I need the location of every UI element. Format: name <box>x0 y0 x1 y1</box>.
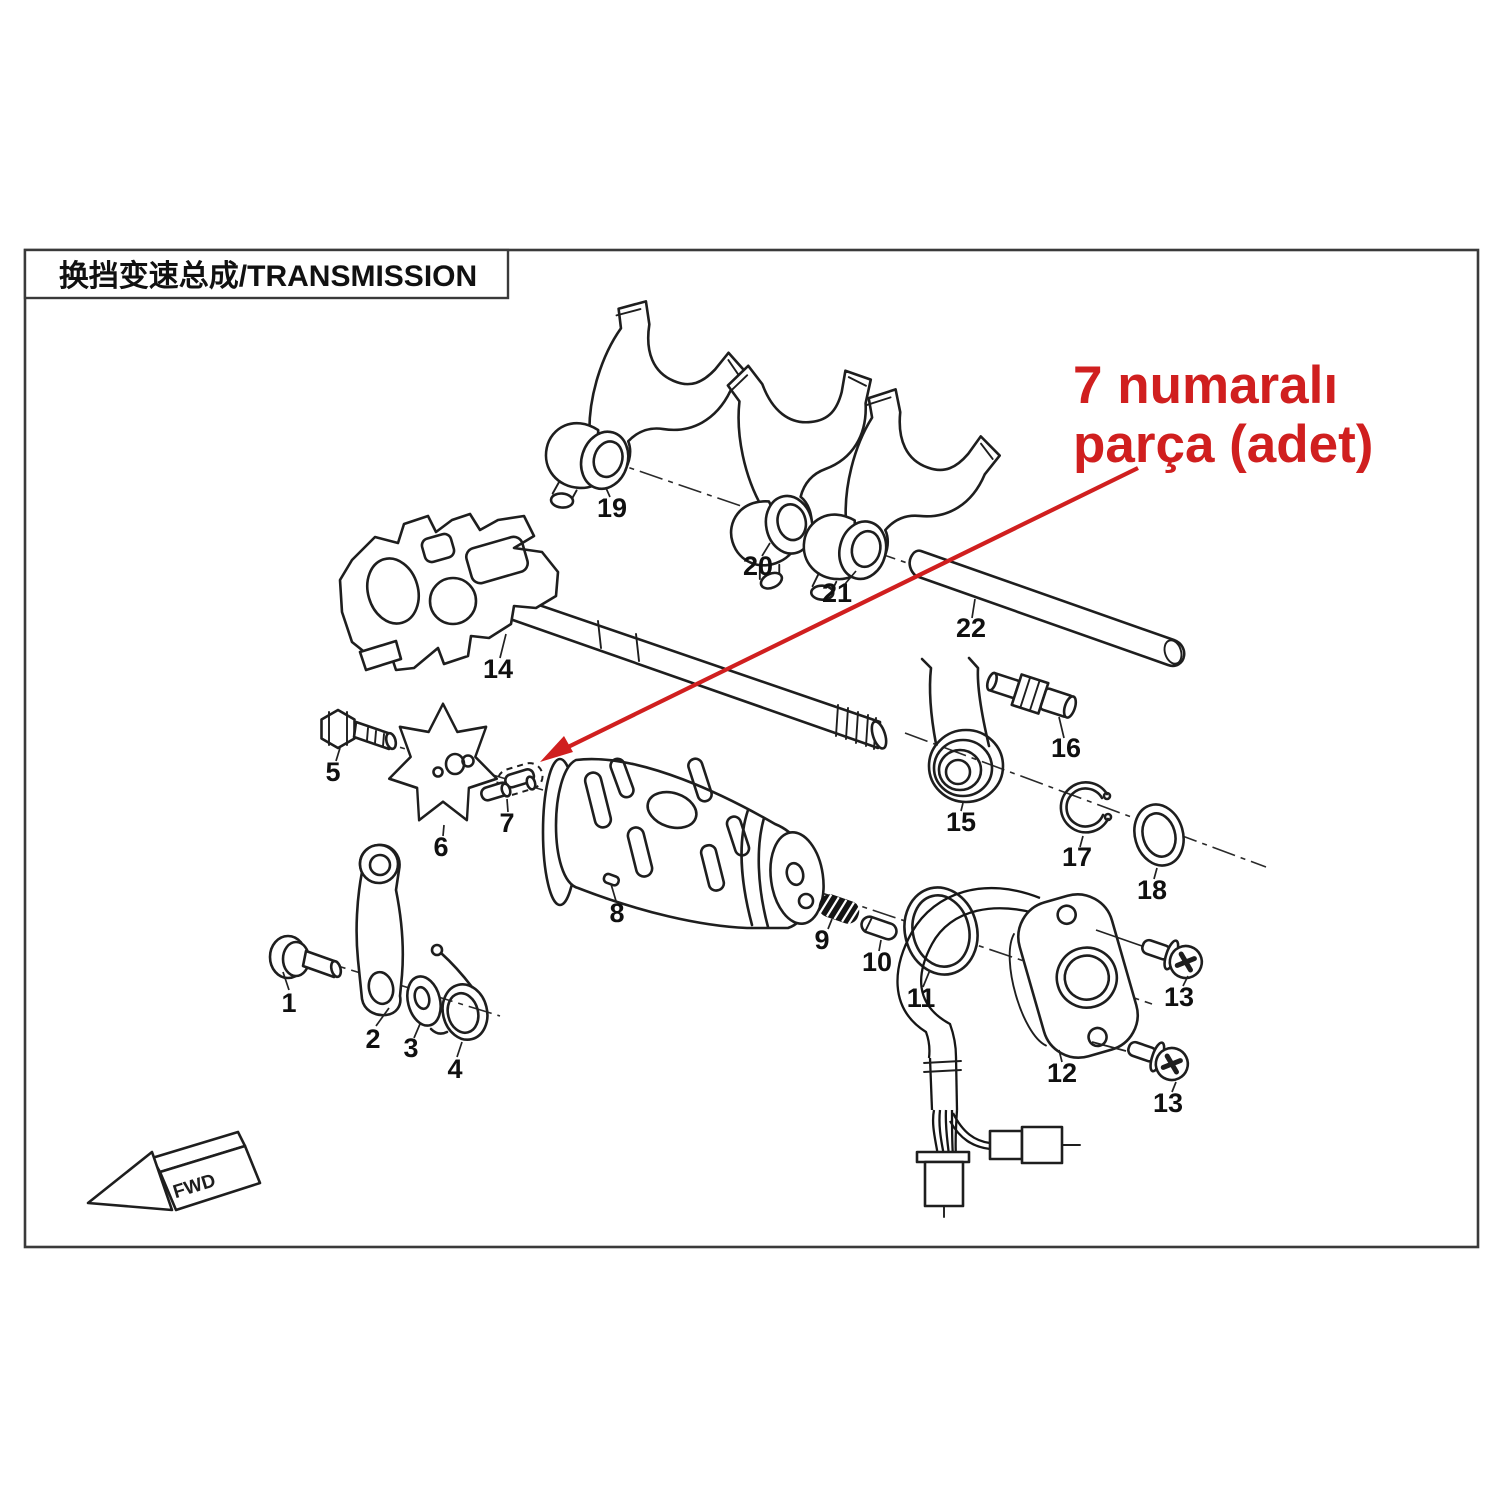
part-10-pin <box>860 915 898 941</box>
part-label-12-11: 12 <box>1047 1058 1077 1088</box>
part-label-15-15: 15 <box>946 807 976 837</box>
part-label-10-9: 10 <box>862 947 892 977</box>
fwd-direction-arrow: FWD <box>86 1130 262 1212</box>
part-13-screw-upper <box>1141 938 1204 980</box>
part-label-16-16: 16 <box>1051 733 1081 763</box>
leader-line-20-20 <box>761 542 771 557</box>
leader-line-19-19 <box>605 487 611 498</box>
leader-line-5-4 <box>335 747 341 762</box>
shaft-splines <box>835 704 877 750</box>
leader-line-7-6 <box>506 798 509 813</box>
part-label-13-13: 13 <box>1153 1088 1183 1118</box>
part-label-1-0: 1 <box>281 988 296 1018</box>
part-14-gearshift-shaft <box>338 512 888 750</box>
sensor-flange-plate <box>1008 893 1139 1059</box>
part-6-star-cam-plate <box>387 702 499 822</box>
part-label-19-19: 19 <box>597 493 627 523</box>
part-17-circlip <box>1059 781 1113 834</box>
part-label-8-7: 8 <box>609 898 624 928</box>
drum-groove-slots <box>583 757 751 892</box>
connector-horizontal <box>988 1125 1081 1165</box>
diagram-title: 换挡变速总成/TRANSMISSION <box>59 259 477 293</box>
leader-line-13-12 <box>1182 975 1189 987</box>
connector-vertical <box>915 1150 971 1218</box>
part-label-14-14: 14 <box>483 654 513 684</box>
leader-line-10-9 <box>878 939 882 952</box>
leader-line-13-13 <box>1171 1081 1177 1093</box>
part-3-washer <box>406 975 442 1027</box>
leader-line-18-18 <box>1153 867 1158 880</box>
part-label-4-3: 4 <box>447 1054 462 1084</box>
leader-line-12-11 <box>1058 1049 1063 1063</box>
part-5-bolt <box>320 708 398 751</box>
part-label-9-8: 9 <box>814 925 829 955</box>
leader-line-22-22 <box>971 598 976 619</box>
leader-line-9-8 <box>827 918 833 930</box>
leader-line-16-16 <box>1058 716 1065 739</box>
annotation-arrow <box>540 466 1139 762</box>
part-label-11-10: 11 <box>907 983 936 1013</box>
part-1-pivot-bolt <box>268 934 343 980</box>
part-2-shift-lever-arm <box>355 843 405 1017</box>
leader-line-15-15 <box>960 802 964 812</box>
part-9-spring <box>818 894 862 925</box>
part-label-7-6: 7 <box>499 808 514 838</box>
part-15-torsion-spring <box>920 656 1005 804</box>
shift-forks <box>544 300 1002 601</box>
part-label-21-21: 21 <box>822 578 852 608</box>
part-label-6-5: 6 <box>433 832 448 862</box>
title-box <box>23 248 510 300</box>
leader-line-21-21 <box>844 570 857 585</box>
leader-line-2-1 <box>375 1007 390 1027</box>
leader-line-4-3 <box>456 1041 463 1058</box>
part-label-5-4: 5 <box>325 757 340 787</box>
part-label-18-18: 18 <box>1137 875 1167 905</box>
part-20-shift-fork <box>726 364 873 590</box>
part-label-20-20: 20 <box>743 551 773 581</box>
leader-line-8-7 <box>610 883 617 902</box>
part-label-13-12: 13 <box>1164 982 1194 1012</box>
part-8-shift-drum <box>541 757 825 930</box>
leader-line-6-5 <box>442 824 445 837</box>
leader-line-11-10 <box>922 969 931 988</box>
part-label-3-2: 3 <box>403 1033 418 1063</box>
annotation-text-line1: 7 numaralı <box>1073 356 1338 415</box>
part-16-bolt <box>985 671 1078 719</box>
part-21-shift-fork <box>802 388 1002 601</box>
leader-line-14-14 <box>499 633 507 659</box>
part-label-2-1: 2 <box>365 1024 380 1054</box>
part-13-screw-lower <box>1127 1040 1190 1082</box>
part-12-gear-position-sensor <box>896 886 1143 1218</box>
annotation-text-line2: parça (adet) <box>1073 415 1373 474</box>
part-18-washer <box>1133 803 1185 867</box>
part-label-17-17: 17 <box>1062 842 1092 872</box>
leader-line-3-2 <box>413 1023 421 1039</box>
part-19-shift-fork <box>544 300 748 509</box>
part-7-dowel-pin <box>480 762 544 802</box>
leader-line-1-0 <box>282 971 290 991</box>
part-label-22-22: 22 <box>956 613 986 643</box>
part-4-return-spring <box>429 943 489 1041</box>
leader-line-17-17 <box>1079 835 1084 848</box>
part-22-fork-shaft-rod <box>908 549 1186 668</box>
